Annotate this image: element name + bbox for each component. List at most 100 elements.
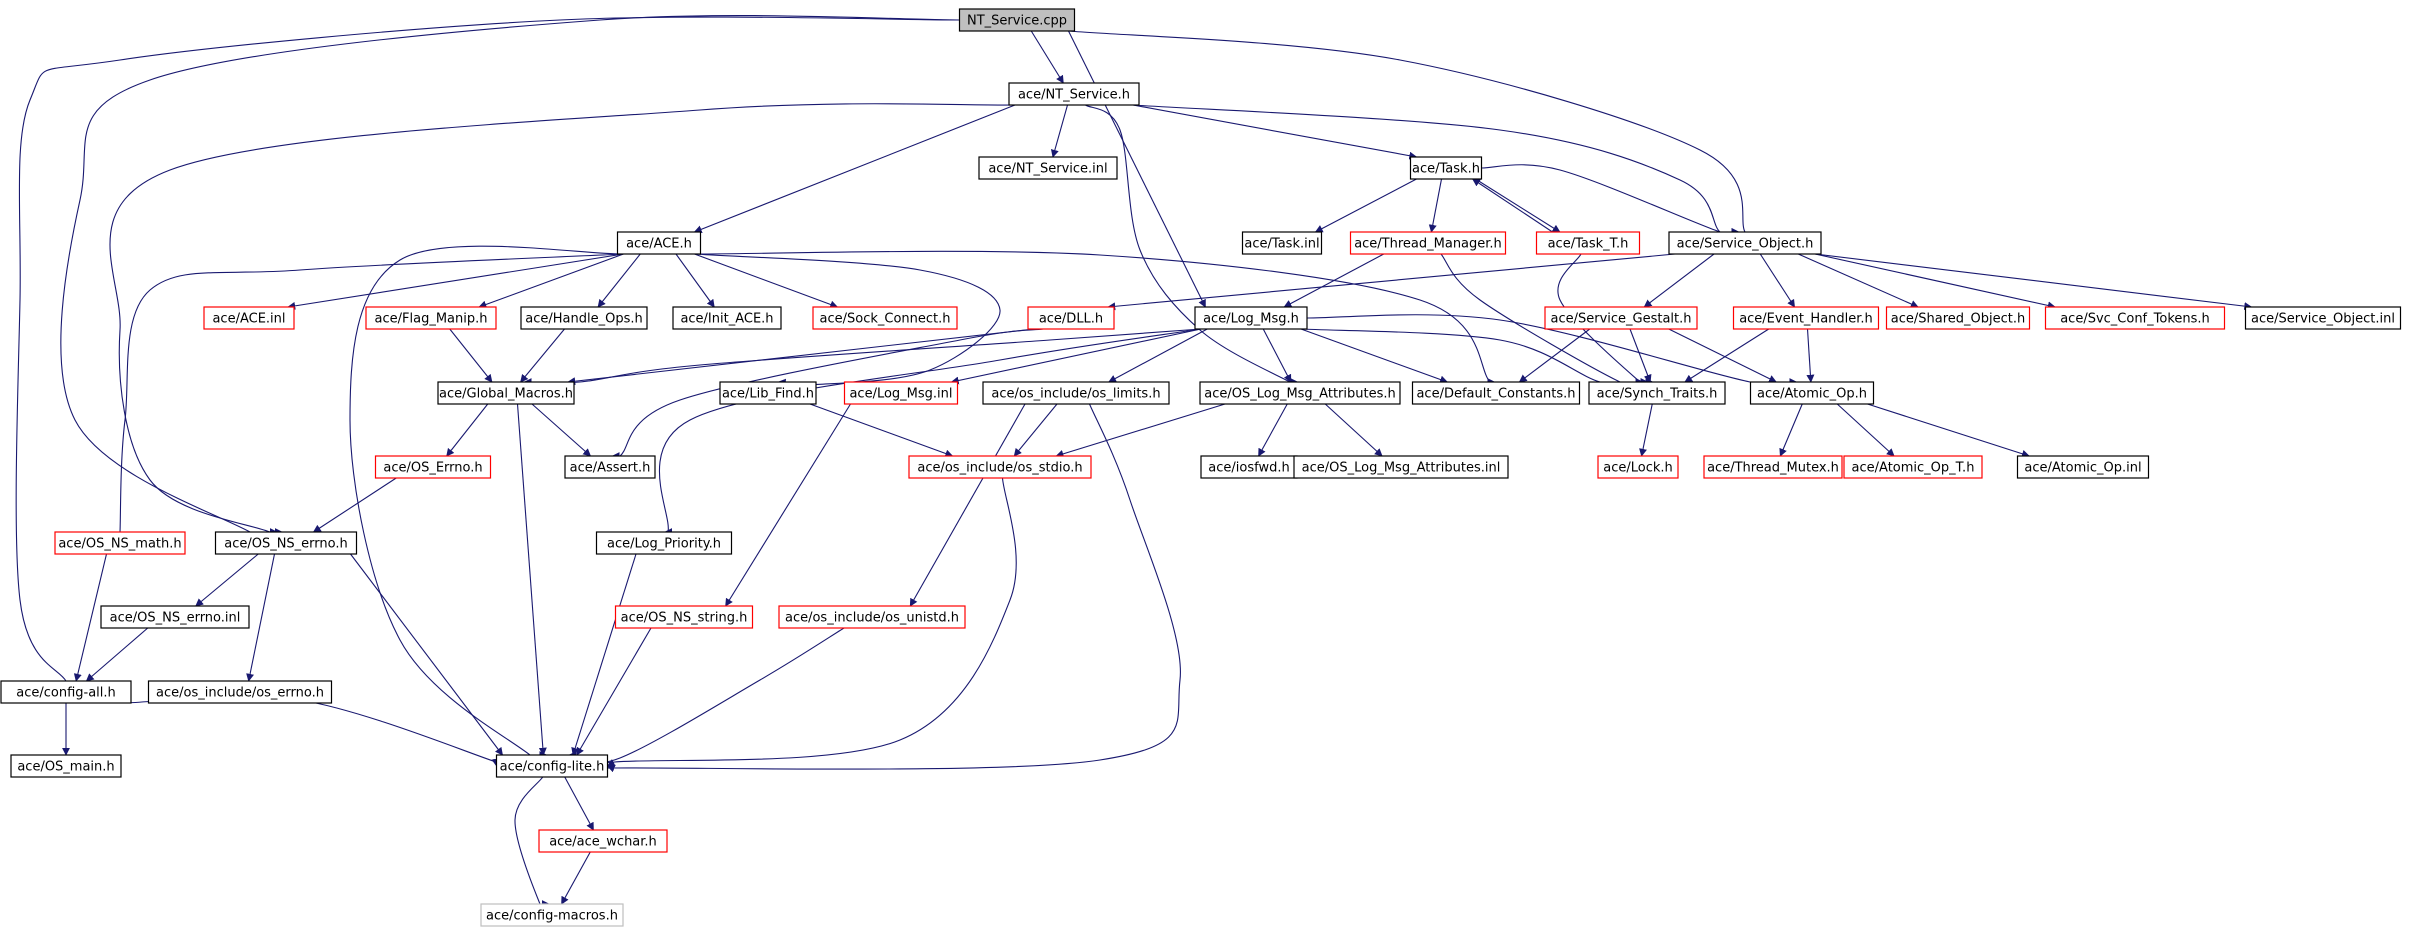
node-box[interactable] (1199, 381, 1401, 405)
node-box[interactable] (1409, 156, 1483, 180)
node-box[interactable] (843, 381, 959, 405)
node-os-stdio-h[interactable]: ace/os_include/os_stdio.h (908, 455, 1092, 479)
node-box[interactable] (2016, 455, 2150, 479)
node-log-msg-h[interactable]: ace/Log_Msg.h (1194, 306, 1308, 330)
node-ace-inl[interactable]: ace/ACE.inl (203, 306, 295, 330)
node-assert-h[interactable]: ace/Assert.h (564, 455, 656, 479)
node-box[interactable] (595, 531, 733, 555)
node-box[interactable] (100, 605, 250, 629)
node-box[interactable] (1885, 306, 2031, 330)
node-nt-service-inl[interactable]: ace/NT_Service.inl (978, 156, 1118, 180)
node-os-limits-h[interactable]: ace/os_include/os_limits.h (982, 381, 1170, 405)
node-box[interactable] (812, 306, 958, 330)
node-task-inl[interactable]: ace/Task.inl (1241, 231, 1323, 255)
node-box[interactable] (2244, 306, 2402, 330)
node-box[interactable] (495, 754, 609, 778)
node-flag-manip-h[interactable]: ace/Flag_Manip.h (365, 306, 497, 330)
node-box[interactable] (1588, 381, 1726, 405)
node-box[interactable] (1411, 381, 1581, 405)
node-box[interactable] (520, 306, 648, 330)
node-nt-service-h[interactable]: ace/NT_Service.h (1008, 82, 1140, 106)
node-shared-object-h[interactable]: ace/Shared_Object.h (1885, 306, 2031, 330)
node-os-ns-string-h[interactable]: ace/OS_NS_string.h (614, 605, 754, 629)
node-iosfwd-h[interactable]: ace/iosfwd.h (1200, 455, 1298, 479)
node-config-macros-h[interactable]: ace/config-macros.h (480, 903, 624, 927)
node-box[interactable] (1732, 306, 1880, 330)
node-service-object-inl[interactable]: ace/Service_Object.inl (2244, 306, 2402, 330)
node-box[interactable] (147, 680, 333, 704)
node-box[interactable] (1008, 82, 1140, 106)
node-os-unistd-h[interactable]: ace/os_include/os_unistd.h (778, 605, 966, 629)
node-box[interactable] (10, 754, 122, 778)
node-box[interactable] (908, 455, 1092, 479)
node-box[interactable] (437, 381, 575, 405)
node-os-log-msg-attributes-inl[interactable]: ace/OS_Log_Msg_Attributes.inl (1293, 455, 1509, 479)
node-box[interactable] (1241, 231, 1323, 255)
node-os-log-msg-attributes-h[interactable]: ace/OS_Log_Msg_Attributes.h (1199, 381, 1401, 405)
node-box[interactable] (1349, 231, 1507, 255)
node-box[interactable] (538, 829, 668, 853)
node-event-handler-h[interactable]: ace/Event_Handler.h (1732, 306, 1880, 330)
node-atomic-op-t-h[interactable]: ace/Atomic_Op_T.h (1843, 455, 1983, 479)
node-service-gestalt-h[interactable]: ace/Service_Gestalt.h (1544, 306, 1698, 330)
node-box[interactable] (1544, 306, 1698, 330)
node-ace-wchar-h[interactable]: ace/ace_wchar.h (538, 829, 668, 853)
node-box[interactable] (1535, 231, 1641, 255)
node-box[interactable] (719, 381, 817, 405)
node-box[interactable] (1668, 231, 1822, 255)
node-box[interactable] (1749, 381, 1875, 405)
node-os-ns-errno-inl[interactable]: ace/OS_NS_errno.inl (100, 605, 250, 629)
node-box[interactable] (982, 381, 1170, 405)
node-box[interactable] (778, 605, 966, 629)
node-nt-service-cpp[interactable]: NT_Service.cpp (958, 8, 1076, 32)
node-config-lite-h[interactable]: ace/config-lite.h (495, 754, 609, 778)
node-dll-h[interactable]: ace/DLL.h (1027, 306, 1115, 330)
node-service-object-h[interactable]: ace/Service_Object.h (1668, 231, 1822, 255)
node-box[interactable] (614, 605, 754, 629)
node-atomic-op-h[interactable]: ace/Atomic_Op.h (1749, 381, 1875, 405)
node-box[interactable] (564, 455, 656, 479)
node-box[interactable] (1194, 306, 1308, 330)
node-lock-h[interactable]: ace/Lock.h (1597, 455, 1679, 479)
node-box[interactable] (365, 306, 497, 330)
node-box[interactable] (2044, 306, 2226, 330)
node-box[interactable] (1703, 455, 1843, 479)
node-box[interactable] (54, 531, 186, 555)
node-box[interactable] (374, 455, 492, 479)
node-box[interactable] (1027, 306, 1115, 330)
node-box[interactable] (672, 306, 782, 330)
node-log-priority-h[interactable]: ace/Log_Priority.h (595, 531, 733, 555)
node-box[interactable] (978, 156, 1118, 180)
node-box[interactable] (1597, 455, 1679, 479)
node-sock-connect-h[interactable]: ace/Sock_Connect.h (812, 306, 958, 330)
node-global-macros-h[interactable]: ace/Global_Macros.h (437, 381, 575, 405)
node-config-all-h[interactable]: ace/config-all.h (0, 680, 132, 704)
node-ace-h[interactable]: ace/ACE.h (616, 231, 702, 255)
node-svc-conf-tokens-h[interactable]: ace/Svc_Conf_Tokens.h (2044, 306, 2226, 330)
node-os-errno-h[interactable]: ace/OS_Errno.h (374, 455, 492, 479)
edge-atomic_op_h-to-atomic_op_t_h (1836, 403, 1895, 457)
node-box[interactable] (203, 306, 295, 330)
node-box[interactable] (480, 903, 624, 927)
node-task-t-h[interactable]: ace/Task_T.h (1535, 231, 1641, 255)
node-box[interactable] (616, 231, 702, 255)
node-box[interactable] (0, 680, 132, 704)
node-log-msg-inl[interactable]: ace/Log_Msg.inl (843, 381, 959, 405)
node-box[interactable] (214, 531, 358, 555)
node-os-errno-inc-h[interactable]: ace/os_include/os_errno.h (147, 680, 333, 704)
node-handle-ops-h[interactable]: ace/Handle_Ops.h (520, 306, 648, 330)
node-lib-find-h[interactable]: ace/Lib_Find.h (719, 381, 817, 405)
node-os-ns-math-h[interactable]: ace/OS_NS_math.h (54, 531, 186, 555)
node-atomic-op-inl[interactable]: ace/Atomic_Op.inl (2016, 455, 2150, 479)
node-os-ns-errno-h[interactable]: ace/OS_NS_errno.h (214, 531, 358, 555)
node-synch-traits-h[interactable]: ace/Synch_Traits.h (1588, 381, 1726, 405)
node-thread-mutex-h[interactable]: ace/Thread_Mutex.h (1703, 455, 1843, 479)
node-init-ace-h[interactable]: ace/Init_ACE.h (672, 306, 782, 330)
node-box[interactable] (1843, 455, 1983, 479)
node-box[interactable] (958, 8, 1076, 32)
node-thread-manager-h[interactable]: ace/Thread_Manager.h (1349, 231, 1507, 255)
node-box[interactable] (1293, 455, 1509, 479)
node-task-h[interactable]: ace/Task.h (1409, 156, 1483, 180)
node-default-constants-h[interactable]: ace/Default_Constants.h (1411, 381, 1581, 405)
node-os-main-h[interactable]: ace/OS_main.h (10, 754, 122, 778)
